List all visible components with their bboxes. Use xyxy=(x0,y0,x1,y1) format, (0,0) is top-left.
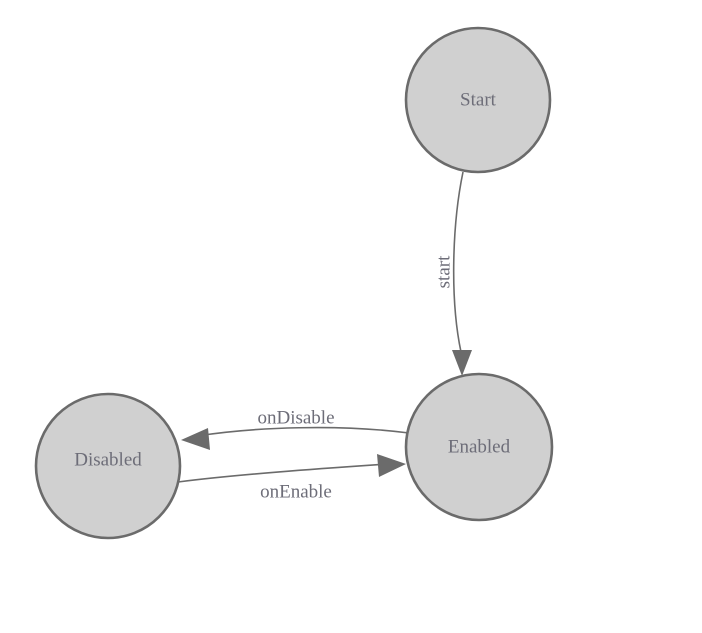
edge-start-to-enabled-arrowhead xyxy=(452,350,472,376)
node-start[interactable]: Start xyxy=(404,26,552,174)
node-disabled[interactable]: Disabled xyxy=(34,392,182,540)
edge-label-onenable: onEnable xyxy=(260,481,332,502)
edge-disabled-to-enabled-arrowhead xyxy=(377,454,406,477)
node-enabled[interactable]: Enabled xyxy=(404,372,554,522)
node-disabled-circle xyxy=(34,392,182,540)
edge-enabled-to-disabled[interactable] xyxy=(181,426,410,450)
node-start-circle xyxy=(404,26,552,174)
edge-label-start: start xyxy=(433,255,454,288)
edge-enabled-to-disabled-arrowhead xyxy=(181,428,210,450)
edge-start-to-enabled[interactable] xyxy=(452,171,472,376)
edge-start-to-enabled-path xyxy=(452,171,464,353)
edge-enabled-to-disabled-path xyxy=(196,426,410,437)
edge-disabled-to-enabled[interactable] xyxy=(177,454,406,483)
edge-label-ondisable: onDisable xyxy=(257,407,334,428)
node-enabled-circle xyxy=(404,372,554,522)
edge-disabled-to-enabled-path xyxy=(177,463,389,483)
